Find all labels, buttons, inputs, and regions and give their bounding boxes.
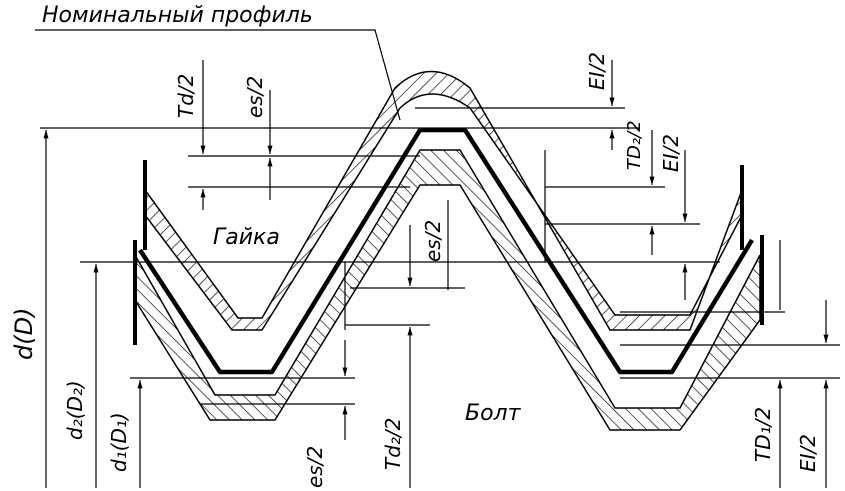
TD2-2-label: TD₂/2 (624, 120, 645, 170)
bolt-label: Болт (465, 401, 522, 426)
es-2-top-label: es/2 (243, 76, 267, 118)
es-2-bottom-label: es/2 (303, 446, 327, 488)
nominal-profile-leader (35, 29, 401, 121)
d2-D2-label: d₂(D₂) (63, 380, 87, 440)
nominal-profile-label: Номинальный профиль (42, 3, 313, 28)
nut-tolerance-zone (144, 70, 743, 331)
TD1-2-label: TD₁/2 (751, 407, 775, 462)
ei-2-right-label: EI/2 (659, 134, 683, 172)
nominal-profile-line (138, 127, 754, 375)
ei-2-top-label: EI/2 (585, 52, 609, 90)
td2-2-label: Td₂/2 (381, 418, 405, 470)
d1-D1-label: d₁(D₁) (107, 412, 131, 472)
d-D-label: d(D) (10, 308, 38, 360)
td-2-label: Td/2 (174, 74, 198, 118)
ei-2-bottom-right-label: EI/2 (796, 434, 820, 472)
es-2-mid-label: es/2 (421, 220, 445, 262)
nut-label: Гайка (213, 225, 280, 250)
